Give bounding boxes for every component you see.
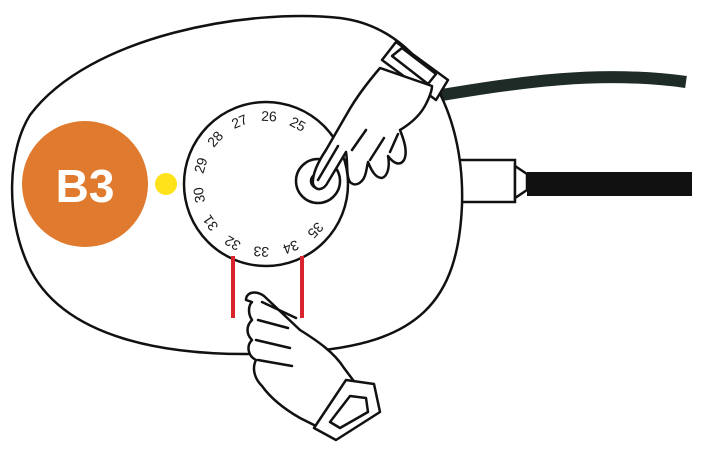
cable-connector bbox=[455, 158, 692, 204]
dial-number-30: 30 bbox=[190, 186, 208, 204]
dial-number-26: 26 bbox=[261, 108, 277, 125]
dial-number-34: 34 bbox=[281, 237, 302, 258]
gloved-hand-pressing-center-icon bbox=[311, 40, 450, 191]
dial-rim bbox=[182, 100, 350, 268]
badge-label: B3 bbox=[56, 160, 115, 212]
dial-number-29: 29 bbox=[191, 155, 211, 175]
dial-number-25: 25 bbox=[287, 113, 308, 135]
dial-number-27: 27 bbox=[229, 111, 250, 132]
dial-number-33: 33 bbox=[253, 243, 270, 260]
indicator-dot bbox=[155, 173, 177, 195]
badge-b3: B3 bbox=[22, 121, 148, 247]
gloved-hand-pointing-up-icon bbox=[244, 291, 382, 442]
dial-number-32: 32 bbox=[222, 232, 244, 254]
badge-circle bbox=[22, 121, 148, 247]
upper-cable bbox=[435, 71, 687, 102]
